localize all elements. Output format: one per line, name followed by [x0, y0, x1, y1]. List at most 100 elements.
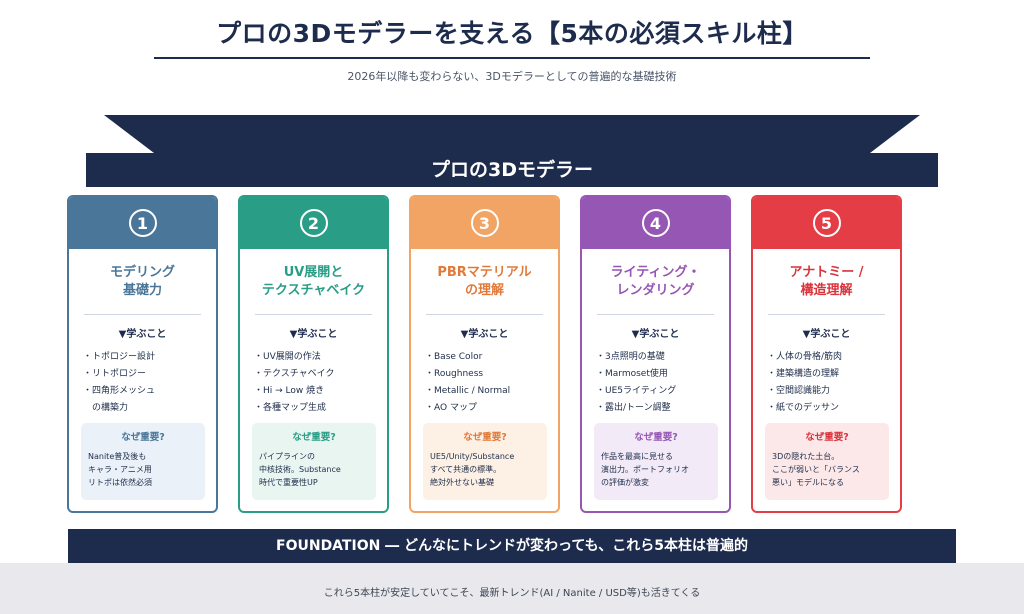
- why-line: 3Dの隠れた土台。: [772, 452, 840, 461]
- learn-item: ・紙でのデッサン: [767, 403, 840, 413]
- why-line: の評価が激変: [601, 478, 649, 487]
- why-body: パイプラインの 中核技術。Substance 時代で重要性UP: [259, 450, 369, 489]
- why-important-box: なぜ重要? 3Dの隠れた土台。 ここが弱いと「バランス 悪い」モデルになる: [765, 423, 889, 500]
- learn-heading: ▼学ぶこと: [631, 329, 680, 340]
- learn-item: ・四角形メッシュ: [83, 386, 156, 396]
- learn-item: の構築力: [83, 403, 129, 413]
- footer-band: [0, 563, 1024, 614]
- learn-item: ・3点照明の基礎: [596, 352, 665, 362]
- foundation-bar: FOUNDATION ― どんなにトレンドが変わっても、これら5本柱は普遍的: [68, 529, 956, 563]
- pillar-number-badge: 3: [470, 209, 499, 237]
- pillar-number-badge: 2: [299, 209, 328, 237]
- pillar-title: モデリング 基礎力: [69, 264, 216, 300]
- pillar-title-line: ライティング・: [610, 265, 701, 280]
- pillar-title: UV展開と テクスチャベイク: [240, 264, 387, 300]
- pillar-divider: [597, 314, 714, 315]
- pillar-title: アナトミー / 構造理解: [753, 264, 900, 300]
- pillar-number-badge: 5: [812, 209, 841, 237]
- learn-item: ・Roughness: [425, 369, 484, 379]
- pillar-uv-bake: 2 UV展開と テクスチャベイク ▼学ぶこと ・UV展開の作法 ・テクスチャベイ…: [238, 195, 389, 513]
- why-body: UE5/Unity/Substance すべて共通の標準。 絶対外せない基礎: [430, 450, 540, 489]
- why-line: 作品を最高に見せる: [601, 452, 673, 461]
- learn-heading: ▼学ぶこと: [289, 329, 338, 340]
- pillar-title-line: の理解: [464, 283, 504, 298]
- why-heading: なぜ重要?: [805, 432, 849, 443]
- learn-item: ・AO マップ: [425, 403, 477, 413]
- footer-note: これら5本柱が安定していてこそ、最新トレンド(AI / Nanite / USD…: [323, 588, 701, 599]
- learn-list: ・Base Color ・Roughness ・Metallic / Norma…: [425, 349, 558, 421]
- why-important-box: なぜ重要? パイプラインの 中核技術。Substance 時代で重要性UP: [252, 423, 376, 500]
- pillar-title-line: UV展開と: [283, 265, 344, 280]
- title-underline: [154, 57, 870, 59]
- why-important-box: なぜ重要? 作品を最高に見せる 演出力。ポートフォリオ の評価が激変: [594, 423, 718, 500]
- pillar-title-line: PBRマテリアル: [437, 265, 532, 280]
- pillar-title-line: モデリング: [109, 265, 175, 280]
- learn-item: ・人体の骨格/筋肉: [767, 352, 843, 362]
- pillar-divider: [426, 314, 543, 315]
- pillar-title-line: テクスチャベイク: [261, 283, 366, 298]
- learn-item: ・Base Color: [425, 352, 483, 362]
- roof-banner: プロの3Dモデラー: [86, 153, 938, 187]
- pillar-lighting: 4 ライティング・ レンダリング ▼学ぶこと ・3点照明の基礎 ・Marmose…: [580, 195, 731, 513]
- pillar-pbr: 3 PBRマテリアル の理解 ▼学ぶこと ・Base Color ・Roughn…: [409, 195, 560, 513]
- learn-item: ・露出/トーン調整: [596, 403, 671, 413]
- pillar-title: PBRマテリアル の理解: [411, 264, 558, 300]
- pillar-header: 3: [411, 197, 558, 249]
- why-heading: なぜ重要?: [292, 432, 336, 443]
- why-heading: なぜ重要?: [634, 432, 678, 443]
- page-title: プロの3Dモデラーを支える【5本の必須スキル柱】: [216, 19, 808, 48]
- why-line: 時代で重要性UP: [259, 478, 318, 487]
- why-line: ここが弱いと「バランス: [772, 465, 860, 474]
- learn-item: ・UE5ライティング: [596, 386, 677, 396]
- why-line: 悪い」モデルになる: [772, 478, 844, 487]
- learn-item: ・Marmoset使用: [596, 369, 668, 379]
- learn-list: ・人体の骨格/筋肉 ・建築構造の理解 ・空間認識能力 ・紙でのデッサン: [767, 349, 900, 421]
- pillar-title-line: 基礎力: [122, 283, 162, 298]
- learn-list: ・UV展開の作法 ・テクスチャベイク ・Hi → Low 焼き ・各種マップ生成: [254, 349, 387, 421]
- why-line: Nanite普及後も: [88, 452, 147, 461]
- why-body: 3Dの隠れた土台。 ここが弱いと「バランス 悪い」モデルになる: [772, 450, 882, 489]
- learn-item: ・テクスチャベイク: [254, 369, 335, 379]
- learn-item: ・UV展開の作法: [254, 352, 321, 362]
- page-subtitle: 2026年以降も変わらない、3Dモデラーとしての普遍的な基礎技術: [347, 70, 677, 83]
- pillar-title-line: 構造理解: [800, 283, 853, 298]
- learn-item: ・Hi → Low 焼き: [254, 386, 325, 396]
- learn-item: ・建築構造の理解: [767, 369, 840, 379]
- pillar-number-badge: 4: [641, 209, 670, 237]
- pillar-divider: [768, 314, 885, 315]
- learn-item: ・リトポロジー: [83, 369, 147, 379]
- learn-heading: ▼学ぶこと: [118, 329, 167, 340]
- learn-item: ・各種マップ生成: [254, 403, 327, 413]
- pillar-divider: [84, 314, 201, 315]
- why-line: 中核技術。Substance: [259, 465, 341, 474]
- why-body: 作品を最高に見せる 演出力。ポートフォリオ の評価が激変: [601, 450, 711, 489]
- learn-list: ・3点照明の基礎 ・Marmoset使用 ・UE5ライティング ・露出/トーン調…: [596, 349, 729, 421]
- why-line: すべて共通の標準。: [430, 465, 502, 474]
- why-line: パイプラインの: [259, 452, 315, 461]
- learn-item: ・Metallic / Normal: [425, 386, 511, 396]
- learn-item: ・空間認識能力: [767, 386, 831, 396]
- roof-shape: [104, 115, 920, 153]
- pillar-title-line: レンダリング: [616, 283, 695, 298]
- pillar-divider: [255, 314, 372, 315]
- pillar-title: ライティング・ レンダリング: [582, 264, 729, 300]
- why-line: UE5/Unity/Substance: [430, 452, 515, 461]
- learn-heading: ▼学ぶこと: [460, 329, 509, 340]
- why-line: リトポは依然必須: [88, 478, 152, 487]
- why-line: キャラ・アニメ用: [88, 465, 152, 474]
- pillar-header: 5: [753, 197, 900, 249]
- pillar-title-line: アナトミー /: [789, 265, 864, 280]
- why-body: Nanite普及後も キャラ・アニメ用 リトポは依然必須: [88, 450, 198, 489]
- pillar-header: 1: [69, 197, 216, 249]
- learn-list: ・トポロジー設計 ・リトポロジー ・四角形メッシュ の構築力: [83, 349, 216, 421]
- pillar-header: 2: [240, 197, 387, 249]
- why-important-box: なぜ重要? Nanite普及後も キャラ・アニメ用 リトポは依然必須: [81, 423, 205, 500]
- why-heading: なぜ重要?: [463, 432, 507, 443]
- why-line: 絶対外せない基礎: [430, 478, 494, 487]
- why-line: 演出力。ポートフォリオ: [601, 465, 689, 474]
- learn-item: ・トポロジー設計: [83, 352, 156, 362]
- pillar-header: 4: [582, 197, 729, 249]
- pillar-anatomy: 5 アナトミー / 構造理解 ▼学ぶこと ・人体の骨格/筋肉 ・建築構造の理解 …: [751, 195, 902, 513]
- why-important-box: なぜ重要? UE5/Unity/Substance すべて共通の標準。 絶対外せ…: [423, 423, 547, 500]
- pillar-number-badge: 1: [128, 209, 157, 237]
